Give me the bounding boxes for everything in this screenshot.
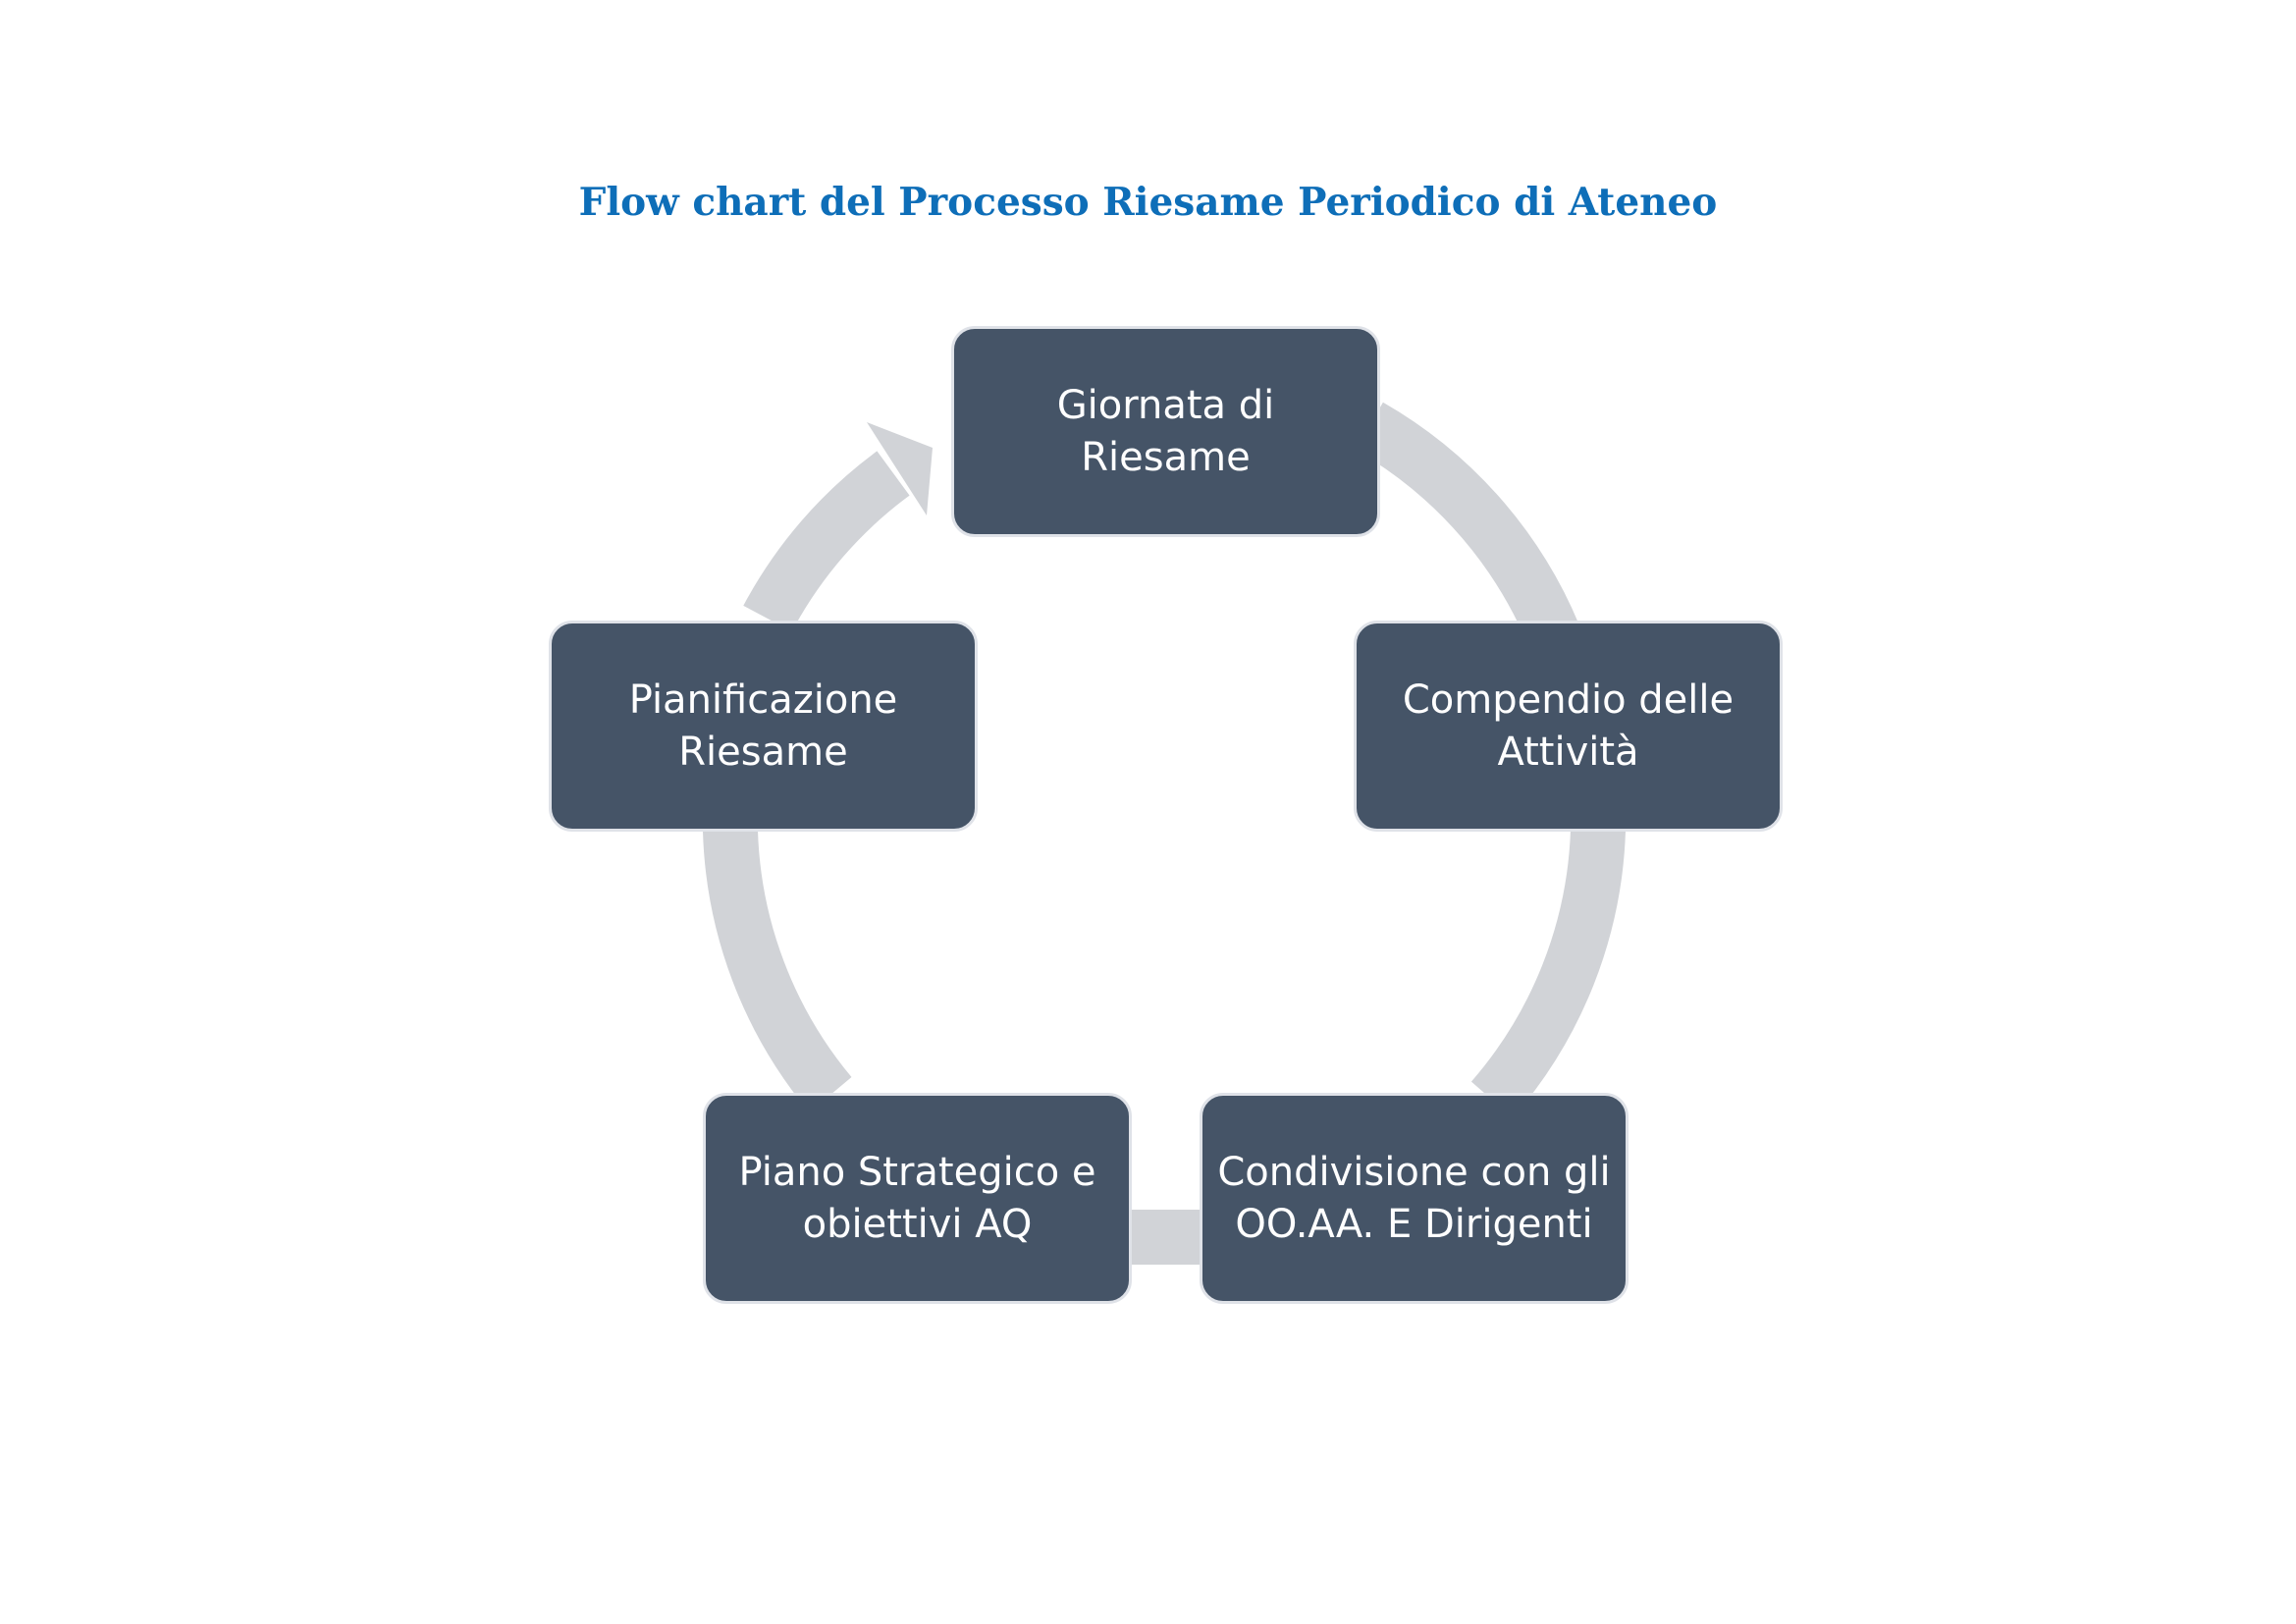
step-label-line: Riesame — [678, 729, 848, 775]
step-label-line: OO.AA. E Dirigenti — [1235, 1201, 1593, 1247]
step-label-line: Attività — [1497, 729, 1639, 775]
step-label-line: Giornata di — [1056, 382, 1275, 428]
step-label-line: Compendio delle — [1402, 677, 1735, 723]
cycle-segment-1-2 — [1355, 402, 1585, 659]
step-label-line: obiettivi AQ — [802, 1201, 1033, 1247]
step-pianificazione-riesame: Pianificazione Riesame — [549, 621, 978, 832]
step-label-line: Piano Strategico e — [738, 1149, 1096, 1195]
step-giornata-di-riesame: Giornata di Riesame — [951, 326, 1380, 537]
step-piano-strategico-obiettivi-aq: Piano Strategico e obiettivi AQ — [703, 1093, 1132, 1304]
cycle-arrow — [703, 402, 1626, 1265]
cycle-segment-5-1 — [743, 451, 910, 632]
cycle-segment-4-5 — [703, 829, 852, 1112]
cycle-arrowhead — [867, 422, 933, 515]
step-label-line: Condivisione con gli — [1217, 1149, 1611, 1195]
page-title: Flow chart del Processo Riesame Periodic… — [578, 180, 1718, 225]
step-compendio-delle-attivita: Compendio delle Attività — [1354, 621, 1783, 832]
step-label-line: Pianificazione — [628, 677, 898, 723]
step-condivisione-oo-aa-dirigenti: Condivisione con gli OO.AA. E Dirigenti — [1200, 1093, 1629, 1304]
step-label-line: Riesame — [1081, 434, 1251, 480]
cycle-segment-2-3 — [1470, 829, 1626, 1118]
